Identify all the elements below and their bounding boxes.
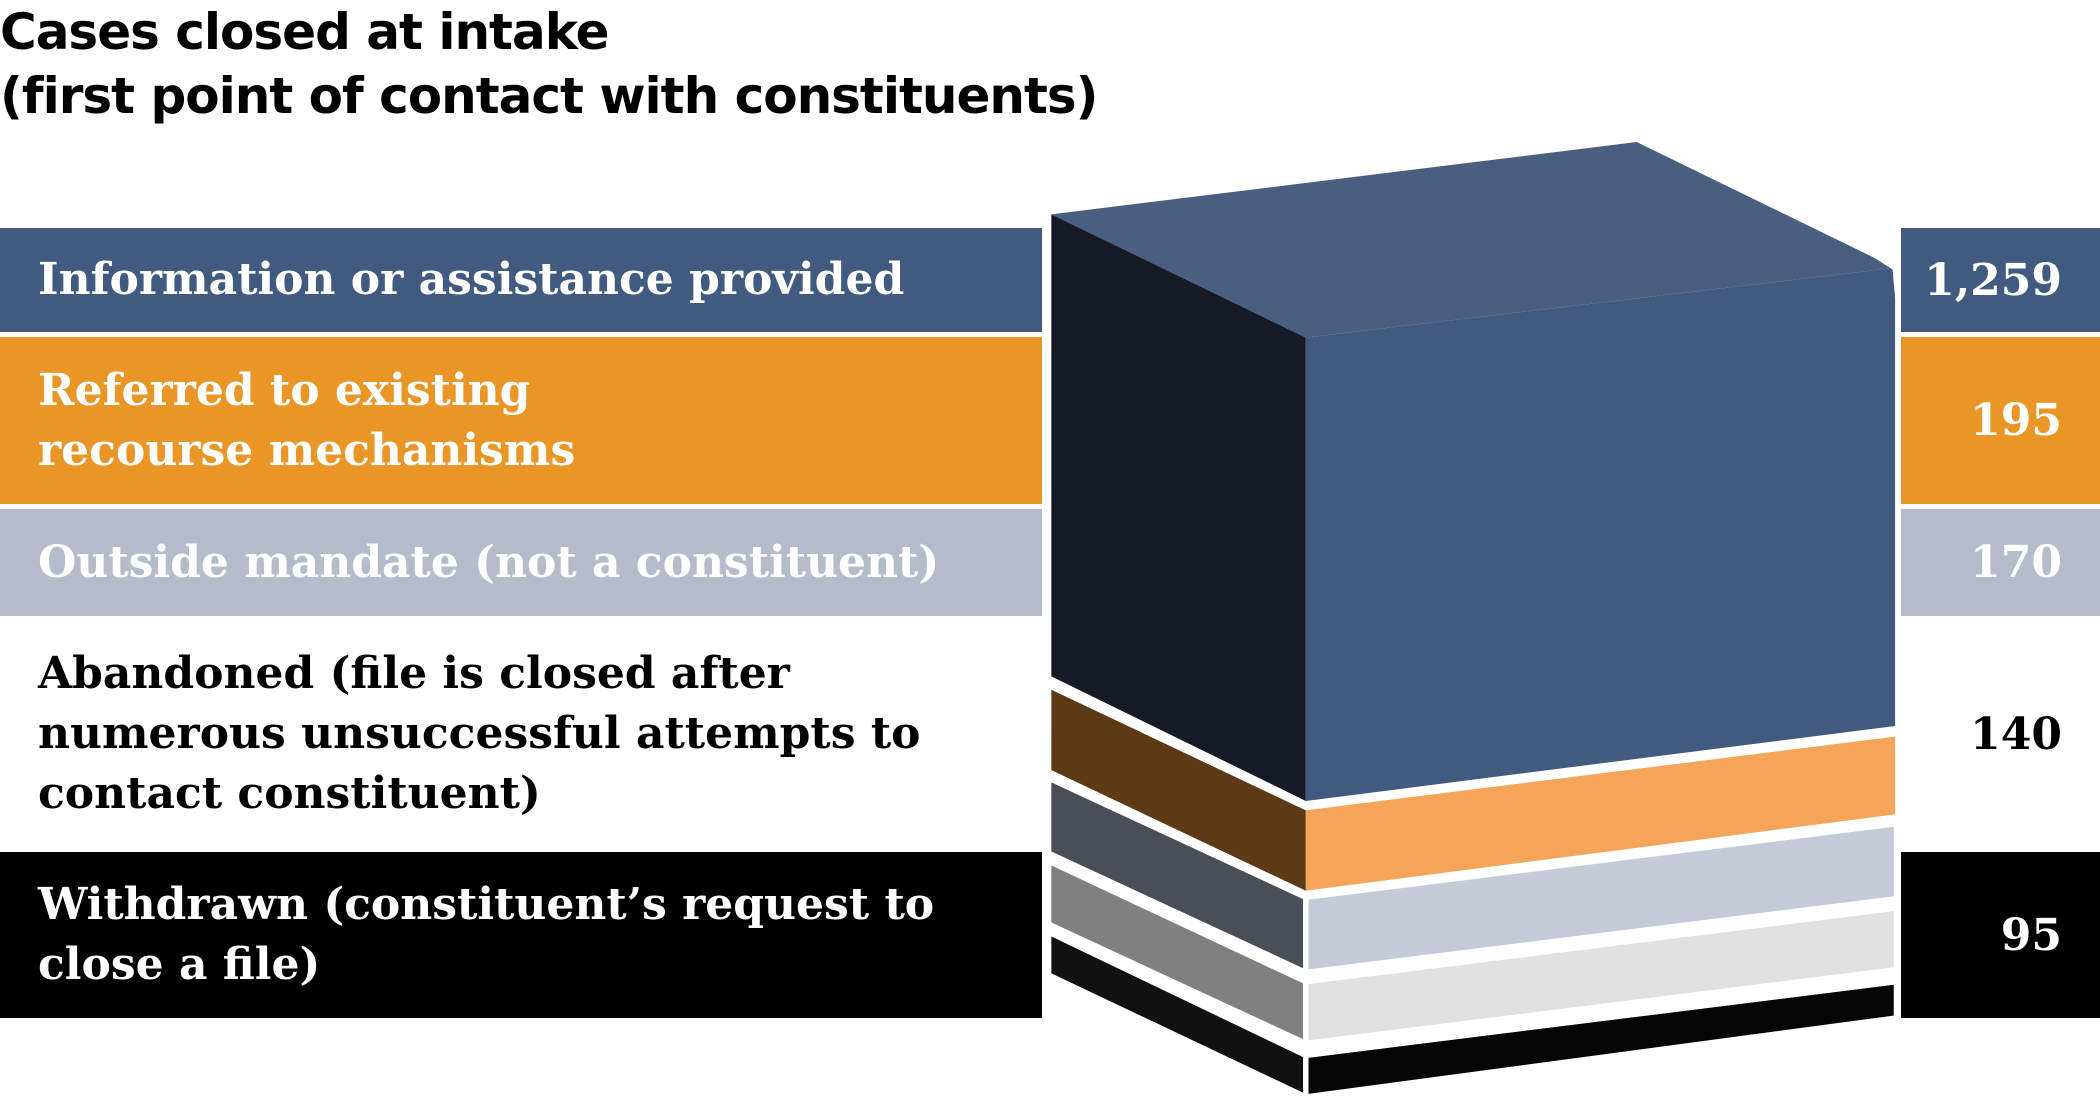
row-label-referred: Referred to existing recourse mechanisms: [0, 337, 1042, 504]
chart-title: Cases closed at intake (first point of c…: [0, 0, 1098, 128]
cube-main-top: [1051, 142, 1896, 338]
value-abandoned: 140: [1901, 616, 2100, 852]
cube-slab-withdrawn-front: [1303, 979, 1900, 1097]
row-label-abandoned: Abandoned (file is closed after numerous…: [0, 616, 1042, 852]
cube-slab-referred-front: [1305, 736, 1896, 891]
row-label-outside-mandate: Outside mandate (not a constituent): [0, 509, 1042, 616]
cube-slab-abandoned-front: [1303, 905, 1900, 1047]
title-line-1: Cases closed at intake: [0, 3, 610, 61]
value-referred: 195: [1901, 337, 2100, 504]
value-information: 1,259: [1901, 228, 2100, 332]
cube-slab-referred-side: [1051, 689, 1306, 891]
row-label-withdrawn: Withdrawn (constituent’s request to clos…: [0, 852, 1042, 1018]
row-label-information: Information or assistance provided: [0, 228, 1042, 332]
title-line-2: (first point of contact with constituent…: [0, 67, 1098, 125]
value-outside-mandate: 170: [1901, 509, 2100, 616]
cube-slab-outside-front: [1303, 821, 1900, 976]
cube-main-side: [1051, 214, 1306, 801]
cube-main-front: [1305, 267, 1896, 801]
value-withdrawn: 95: [1901, 852, 2100, 1018]
cube-outline: [1830, 225, 1901, 298]
